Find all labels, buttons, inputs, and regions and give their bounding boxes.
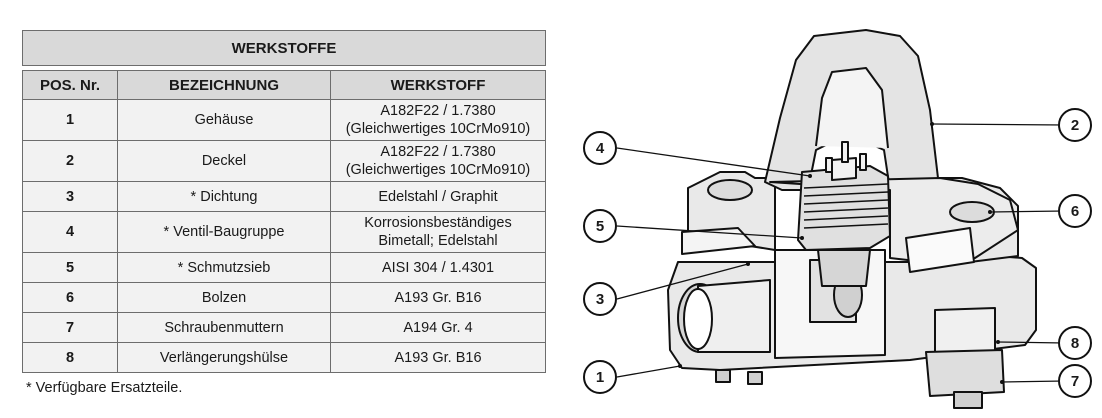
cell-werkstoff: AISI 304 / 1.4301: [330, 252, 546, 283]
leader-lines: [616, 123, 1066, 383]
cell-werkstoff: A182F22 / 1.7380 (Gleichwertiges 10CrMo9…: [330, 99, 546, 141]
cell-bezeichnung: Bolzen: [117, 282, 331, 313]
callout-6: 6: [1058, 194, 1092, 228]
werkstoff-line: (Gleichwertiges 10CrMo910): [345, 162, 531, 178]
cell-bezeichnung: Deckel: [117, 140, 331, 182]
svg-text:6: 6: [1071, 203, 1079, 220]
bolt-head: [707, 179, 753, 201]
cell-pos: 4: [22, 211, 118, 253]
cell-pos: 5: [22, 252, 118, 283]
svg-text:5: 5: [596, 218, 604, 235]
callout-1: 1: [583, 360, 617, 394]
footnote: * Verfügbare Ersatzteile.: [26, 380, 183, 396]
cell-werkstoff: Korrosionsbeständiges Bimetall; Edelstah…: [330, 211, 546, 253]
werkstoff-line: A182F22 / 1.7380: [380, 144, 496, 160]
werkstoff-line: Korrosionsbeständiges: [364, 215, 512, 231]
nameplate: [905, 227, 975, 273]
svg-text:4: 4: [596, 140, 605, 157]
cell-bezeichnung: Gehäuse: [117, 99, 331, 141]
table-row: 7 Schraubenmuttern A194 Gr. 4: [22, 312, 546, 343]
table-row: 6 Bolzen A193 Gr. B16: [22, 282, 546, 313]
extension-sleeve: [934, 307, 996, 355]
svg-text:8: 8: [1071, 335, 1079, 352]
cell-bezeichnung: * Dichtung: [117, 181, 331, 212]
svg-text:7: 7: [1071, 373, 1079, 390]
table-row: 8 Verlängerungshülse A193 Gr. B16: [22, 342, 546, 373]
table-row: 1 Gehäuse A182F22 / 1.7380 (Gleichwertig…: [22, 99, 546, 141]
cell-werkstoff: Edelstahl / Graphit: [330, 181, 546, 212]
werkstoff-line: (Gleichwertiges 10CrMo910): [345, 121, 531, 137]
table-row: 4 * Ventil-Baugruppe Korrosionsbeständig…: [22, 211, 546, 253]
cell-bezeichnung: Verlängerungshülse: [117, 342, 331, 373]
table-row: 3 * Dichtung Edelstahl / Graphit: [22, 181, 546, 212]
werkstoff-line: Bimetall; Edelstahl: [378, 233, 498, 249]
header-pos: POS. Nr.: [22, 70, 118, 100]
cell-pos: 8: [22, 342, 118, 373]
header-werkstoff: WERKSTOFF: [330, 70, 546, 100]
callout-7: 7: [1058, 364, 1092, 398]
cell-werkstoff: A193 Gr. B16: [330, 282, 546, 313]
callout-5: 5: [583, 209, 617, 243]
cell-pos: 1: [22, 99, 118, 141]
steam-trap-drawing: 4 5 3 1 2 6 8 7: [583, 29, 1092, 409]
hex-nut: [925, 349, 1005, 397]
cell-pos: 7: [22, 312, 118, 343]
svg-text:3: 3: [596, 291, 604, 308]
cell-pos: 3: [22, 181, 118, 212]
materials-table: WERKSTOFFE POS. Nr. BEZEICHNUNG WERKSTOF…: [22, 30, 546, 373]
bolt-head: [949, 201, 995, 223]
cell-werkstoff: A194 Gr. 4: [330, 312, 546, 343]
table-row: 2 Deckel A182F22 / 1.7380 (Gleichwertige…: [22, 140, 546, 182]
table-title: WERKSTOFFE: [22, 30, 546, 66]
strainer: [817, 249, 871, 287]
callout-2: 2: [1058, 108, 1092, 142]
cell-bezeichnung: * Ventil-Baugruppe: [117, 211, 331, 253]
svg-text:2: 2: [1071, 117, 1079, 134]
cell-bezeichnung: Schraubenmuttern: [117, 312, 331, 343]
table-row: 5 * Schmutzsieb AISI 304 / 1.4301: [22, 252, 546, 283]
header-bezeichnung: BEZEICHNUNG: [117, 70, 331, 100]
werkstoff-line: A182F22 / 1.7380: [380, 103, 496, 119]
cell-bezeichnung: * Schmutzsieb: [117, 252, 331, 283]
valve-fins: [803, 183, 889, 229]
callout-4: 4: [583, 131, 617, 165]
leader-dots: [678, 122, 1004, 384]
svg-text:1: 1: [596, 369, 604, 386]
callout-8: 8: [1058, 326, 1092, 360]
cell-pos: 6: [22, 282, 118, 313]
stud-end: [953, 391, 983, 409]
cell-werkstoff: A193 Gr. B16: [330, 342, 546, 373]
cell-pos: 2: [22, 140, 118, 182]
callout-3: 3: [583, 282, 617, 316]
cell-werkstoff: A182F22 / 1.7380 (Gleichwertiges 10CrMo9…: [330, 140, 546, 182]
